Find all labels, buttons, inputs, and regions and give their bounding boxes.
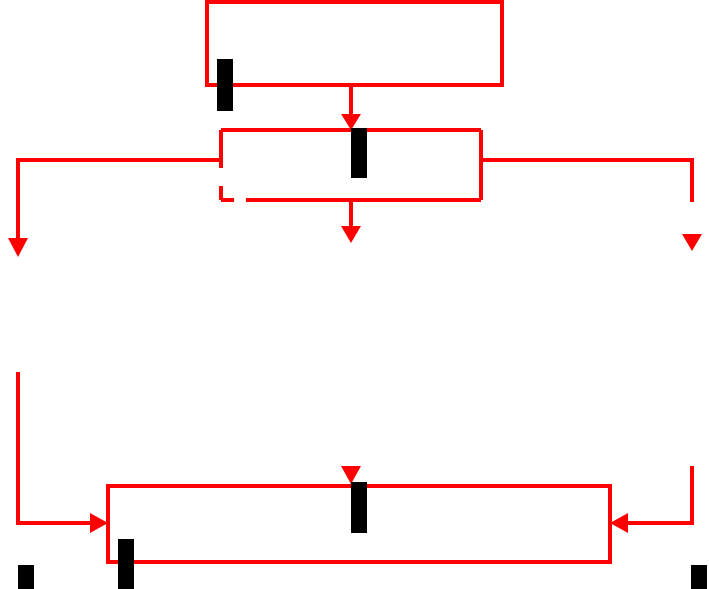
connector-right-return <box>610 466 694 533</box>
marker-bottom-left-corner <box>18 565 34 589</box>
connector-center-return <box>341 466 361 484</box>
middle-box <box>219 128 483 202</box>
connector-left-branch <box>8 158 221 257</box>
marker-top-box <box>217 59 233 111</box>
marker-bottom-box-left <box>118 539 134 589</box>
connector-right-branch <box>481 158 702 251</box>
marker-bottom-right-corner <box>691 565 707 589</box>
connector-center-branch <box>341 200 361 243</box>
connector-top-to-middle <box>341 85 361 130</box>
marker-bottom-box-center <box>351 482 367 533</box>
marker-middle-box <box>351 128 367 178</box>
top-box <box>205 0 504 87</box>
connector-left-return <box>16 372 108 533</box>
